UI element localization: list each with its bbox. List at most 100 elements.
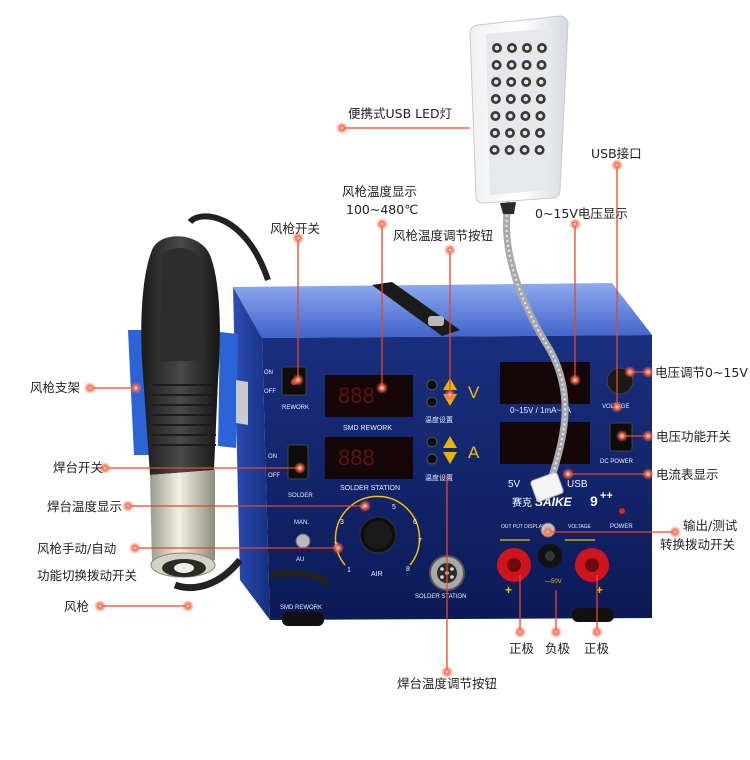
led-lens xyxy=(492,130,498,136)
case-left-side xyxy=(233,287,270,620)
label-gun-temp-display-title: 风枪温度显示 xyxy=(342,184,418,199)
usb-led-lamp xyxy=(469,15,569,214)
led-lens xyxy=(494,62,499,68)
solder-temp-display xyxy=(325,437,413,479)
man-auto-toggle[interactable] xyxy=(295,533,311,549)
solder-rocker-switch[interactable] xyxy=(287,444,309,480)
solder-station-display-label: SOLDER STATION xyxy=(340,485,400,492)
label-solder-temp-knob: 焊台温度调节按钮 xyxy=(397,676,498,691)
led-lens xyxy=(523,113,528,119)
temp-set-label-2: 温度设置 xyxy=(425,473,453,482)
led-lens xyxy=(522,147,527,153)
label-positive-left: 正极 xyxy=(509,641,535,656)
led-lens xyxy=(494,45,500,51)
rework-label: REWORK xyxy=(282,405,309,411)
led-lens xyxy=(508,79,514,85)
model-fragment: 9 xyxy=(590,493,598,509)
a-letter: A xyxy=(468,443,480,462)
led-lens xyxy=(493,96,499,102)
label-voltage-adjust: 电压调节0~15V xyxy=(655,365,748,380)
voltage-switch-label: VOLTAGE xyxy=(568,524,592,530)
led-lens xyxy=(522,130,528,136)
label-usb-led-lamp: 便携式USB LED灯 xyxy=(348,106,453,121)
label-gun-temp-display-range: 100~480℃ xyxy=(346,202,419,217)
on-label-2: ON xyxy=(268,454,277,460)
dial-number-8: 8 xyxy=(406,566,410,573)
gun-temp-down-button[interactable] xyxy=(426,396,438,408)
solder-temp-down-button[interactable] xyxy=(426,453,438,465)
svg-text:888: 888 xyxy=(338,383,375,408)
solder-station-bottom-label: SOLDER STATION xyxy=(415,594,466,600)
callout-lines xyxy=(90,127,675,672)
dial-number-1: 1 xyxy=(347,567,351,574)
off-label-1: OFF xyxy=(264,389,276,395)
ammeter-display xyxy=(500,422,590,464)
led-lens xyxy=(493,79,499,85)
led-lens xyxy=(492,147,497,153)
led-lens xyxy=(537,130,543,136)
label-hot-air-gun: 风枪 xyxy=(64,599,90,614)
svg-text:888: 888 xyxy=(338,445,375,470)
dial-number-5: 5 xyxy=(392,504,396,511)
led-lens xyxy=(523,96,529,102)
led-lens xyxy=(538,113,543,119)
dial-number-7: 7 xyxy=(418,538,422,545)
output-display-label: OUT PUT DISPLAY xyxy=(501,524,546,530)
label-positive-right: 正极 xyxy=(584,641,610,656)
temp-set-label-1: 温度设置 xyxy=(425,415,453,424)
label-output-test-1: 输出/测试 xyxy=(683,518,738,533)
smd-rework-display-label: SMD REWORK xyxy=(343,425,392,432)
label-voltage-switch: 电压功能开关 xyxy=(656,429,732,444)
led-lens xyxy=(539,62,544,68)
label-solder-switch: 焊台开关 xyxy=(53,460,104,475)
range-text: 0~15V / 1mA~2A xyxy=(510,406,572,415)
case-top xyxy=(233,283,652,338)
led-lens xyxy=(493,113,498,119)
hot-air-gun xyxy=(141,236,220,578)
solder-temp-up-button[interactable] xyxy=(426,436,438,448)
gun-temp-up-button[interactable] xyxy=(426,379,438,391)
plus-marks: ++ xyxy=(600,490,613,502)
brand-cn: 赛克 xyxy=(512,496,532,509)
man-label: MAN. xyxy=(294,520,309,526)
dial-number-3: 3 xyxy=(340,519,344,526)
label-gun-holder: 风枪支架 xyxy=(30,380,81,395)
led-lens xyxy=(507,130,513,136)
auto-label: AU xyxy=(296,557,304,563)
dc-power-label: DC POWER xyxy=(600,459,634,465)
led-lens xyxy=(507,147,512,153)
gun-cable xyxy=(187,213,271,281)
led-lens xyxy=(508,113,513,119)
led-lens xyxy=(509,62,514,68)
label-ammeter-display: 电流表显示 xyxy=(656,467,719,482)
five-v-label: 5V xyxy=(508,479,521,490)
label-negative: 负极 xyxy=(545,641,571,656)
positive-terminal-left[interactable] xyxy=(497,548,531,582)
label-gun-function-toggle: 功能切换拨动开关 xyxy=(37,568,138,583)
led-lens xyxy=(524,45,530,51)
led-lens xyxy=(509,45,515,51)
dial-number-6: 6 xyxy=(413,519,417,526)
off-label-2: OFF xyxy=(268,473,280,479)
callout-dots xyxy=(84,122,681,678)
air-label: AIR xyxy=(371,571,383,578)
led-array xyxy=(489,43,547,155)
label-voltage-display: 0~15V电压显示 xyxy=(535,206,628,221)
led-lens xyxy=(539,45,545,51)
gun-temp-display xyxy=(325,375,413,417)
usb-label: USB xyxy=(567,479,588,490)
smd-rework-bottom-label: SMD REWORK xyxy=(280,605,322,611)
negative-terminal[interactable] xyxy=(538,544,562,568)
solder-label: SOLDER xyxy=(288,493,313,499)
led-lens xyxy=(537,147,542,153)
label-gun-manual-auto: 风枪手动/自动 xyxy=(37,541,117,556)
v-letter: V xyxy=(468,383,480,402)
label-usb-port: USB接口 xyxy=(591,146,642,161)
positive-terminal-right[interactable] xyxy=(575,548,609,582)
usb-plug xyxy=(530,472,564,502)
label-solder-temp-display: 焊台温度显示 xyxy=(47,499,123,514)
plus-left: + xyxy=(505,583,512,597)
plus-right: + xyxy=(596,583,603,597)
minus-label: —50V xyxy=(545,579,562,585)
